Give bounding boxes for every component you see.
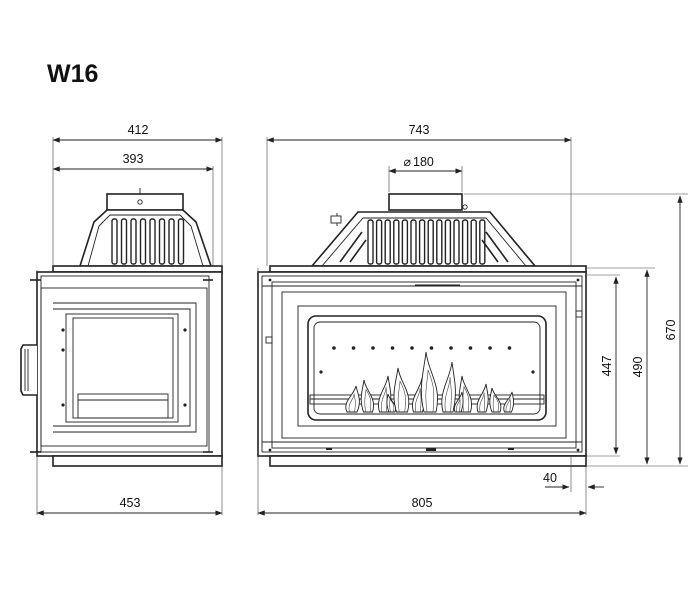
dimension-743: 743 <box>266 123 572 143</box>
flame-inner <box>415 388 422 413</box>
grate-rib <box>158 218 166 265</box>
dimension-805: 805 <box>257 496 587 516</box>
rivet <box>488 346 492 350</box>
grate-rib <box>177 218 185 265</box>
grate-rib <box>461 219 469 265</box>
dimension-490: 490 <box>586 267 655 467</box>
dimension-393: 393 <box>52 152 214 268</box>
flame-inner <box>444 376 452 413</box>
grate-rib-slant <box>485 231 509 263</box>
flame-inner <box>455 397 461 413</box>
side-body <box>30 265 223 467</box>
rivet <box>390 346 395 350</box>
rivet <box>371 346 375 350</box>
rivet <box>332 346 336 350</box>
grate-rib <box>444 219 452 265</box>
flame-inner <box>348 393 356 413</box>
grate-rib <box>427 219 434 265</box>
dimension-label-805: 805 <box>412 496 433 510</box>
dimension-label-180: 180 <box>413 155 434 169</box>
grate-rib <box>436 219 443 265</box>
side-grate-ribs <box>111 218 185 265</box>
front-grate-ribs <box>339 219 509 265</box>
rivet <box>468 346 473 350</box>
grate-rib <box>130 218 137 265</box>
rivet <box>319 370 323 374</box>
grate-rib <box>367 219 374 265</box>
grate-rib <box>393 219 400 265</box>
flame-inner <box>425 369 435 413</box>
dimension-label-412: 412 <box>128 123 149 137</box>
grate-rib <box>120 218 128 265</box>
grate-rib <box>384 219 391 265</box>
dimension-label-453: 453 <box>120 496 141 510</box>
flame-inner <box>364 388 372 413</box>
door-handle <box>20 344 37 396</box>
dimension-label-490: 490 <box>631 357 645 378</box>
grate-rib <box>139 218 147 265</box>
grate-rib <box>401 219 409 265</box>
model-title: W16 <box>47 60 98 88</box>
flame-inner <box>479 392 486 413</box>
flame <box>393 367 410 413</box>
dimension-label-743: 743 <box>409 123 430 137</box>
grate-rib <box>375 219 383 265</box>
flame <box>489 387 502 413</box>
dimension-447: 447 <box>586 274 620 457</box>
grate-rib <box>410 219 417 265</box>
dimension-40: 40 <box>543 456 604 492</box>
rivet <box>531 370 535 374</box>
rivet <box>507 346 512 350</box>
dimension-label-40: 40 <box>543 471 557 485</box>
rivet <box>449 346 453 350</box>
dimension-label-393: 393 <box>123 152 144 166</box>
grate-rib-slant <box>481 239 499 263</box>
dimension-412: 412 <box>52 123 223 143</box>
flame <box>386 393 397 413</box>
flame <box>420 351 438 413</box>
front-body <box>257 265 587 467</box>
flame-inner <box>397 380 406 413</box>
flame-inner <box>492 394 499 413</box>
flame-inner <box>389 398 395 413</box>
flame-inner <box>505 397 511 413</box>
grate-rib <box>168 218 175 265</box>
grate-rib <box>418 219 426 265</box>
side-view: 412 393 <box>20 123 223 516</box>
rivet <box>410 346 414 350</box>
dimension-label-670: 670 <box>664 320 678 341</box>
grate-rib <box>479 219 486 265</box>
diameter-symbol: ⌀ <box>403 155 411 169</box>
dimension-670: 670 <box>464 193 688 467</box>
grate-rib <box>111 218 118 265</box>
front-view: 743 ⌀ 180 <box>257 123 688 516</box>
grate-rib <box>149 218 156 265</box>
grate-rib <box>453 219 460 265</box>
rivet <box>429 346 434 350</box>
dimension-flue-180: ⌀ 180 <box>388 155 463 192</box>
dimension-label-447: 447 <box>600 356 614 377</box>
flame <box>360 379 374 413</box>
rivet <box>351 346 356 350</box>
dimension-453: 453 <box>36 496 223 516</box>
grate-rib <box>470 219 477 265</box>
grate-rib-slant <box>349 239 367 263</box>
flame-decoration <box>345 351 515 413</box>
glass-rivets <box>319 346 535 374</box>
grate-rib-slant <box>339 231 363 263</box>
